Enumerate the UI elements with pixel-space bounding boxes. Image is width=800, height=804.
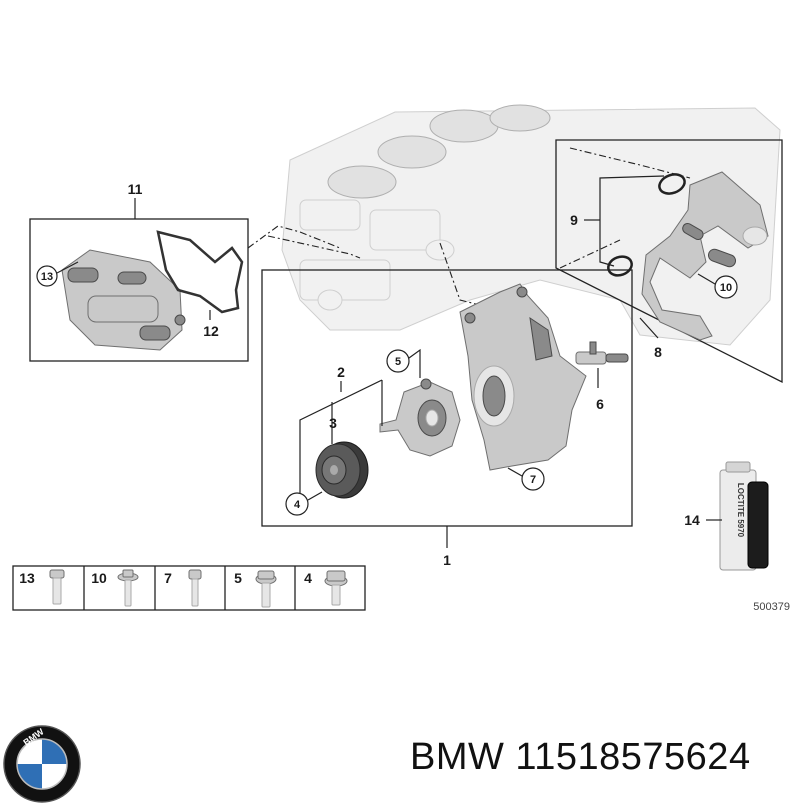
hardware-strip: 13 10 7 5 bbox=[12, 565, 366, 611]
callout-5-circle bbox=[386, 349, 410, 373]
bolt-hex-icon bbox=[255, 570, 277, 608]
callout-13[interactable]: 13 bbox=[41, 271, 53, 283]
callout-6[interactable]: 6 bbox=[596, 396, 604, 412]
callout-3[interactable]: 3 bbox=[329, 415, 337, 431]
hardware-label-7: 7 bbox=[164, 570, 172, 586]
callout-10-circle bbox=[714, 275, 738, 299]
callout-9[interactable]: 9 bbox=[570, 212, 578, 228]
callout-7[interactable]: 7 bbox=[530, 474, 536, 486]
callout-14[interactable]: 14 bbox=[684, 512, 700, 528]
hardware-cell-13[interactable]: 13 bbox=[19, 569, 65, 605]
bolt-flange-icon bbox=[117, 569, 139, 607]
gasket-12 bbox=[156, 230, 244, 314]
group-box-1: 1 bbox=[261, 269, 633, 568]
pump-impeller-2 bbox=[379, 378, 461, 457]
bolt-hex-short-icon bbox=[324, 570, 348, 606]
pulley-3 bbox=[315, 441, 369, 499]
callout-7-circle bbox=[521, 467, 545, 491]
diagram-reference: 500379 bbox=[753, 601, 790, 613]
bmw-logo-icon: BMW bbox=[3, 725, 81, 803]
sensor-6 bbox=[575, 341, 629, 365]
cooler-module bbox=[61, 249, 186, 351]
callout-4[interactable]: 4 bbox=[294, 499, 301, 511]
hardware-label-13: 13 bbox=[19, 570, 35, 586]
hardware-cell-10[interactable]: 10 bbox=[91, 569, 139, 607]
callout-12[interactable]: 12 bbox=[203, 323, 219, 339]
group-box-11: 11 bbox=[29, 181, 249, 362]
callout-11[interactable]: 11 bbox=[128, 181, 143, 197]
callout-5[interactable]: 5 bbox=[395, 356, 401, 368]
hardware-cell-4[interactable]: 4 bbox=[304, 570, 348, 606]
bolt-thin-icon bbox=[188, 569, 202, 607]
pump-housing bbox=[459, 283, 587, 471]
callout-1[interactable]: 1 bbox=[443, 552, 451, 568]
bolt-long-icon bbox=[49, 569, 65, 605]
callout-13-circle bbox=[36, 265, 58, 287]
o-ring-upper bbox=[658, 173, 686, 195]
hardware-label-4: 4 bbox=[304, 570, 312, 586]
hardware-label-5: 5 bbox=[234, 570, 242, 586]
sealant-label: LOCTITE 5970 bbox=[736, 483, 745, 538]
hardware-cell-5[interactable]: 5 bbox=[234, 570, 277, 608]
engine-block bbox=[281, 104, 781, 346]
callout-8[interactable]: 8 bbox=[654, 344, 662, 360]
callout-2[interactable]: 2 bbox=[337, 364, 345, 380]
hardware-label-10: 10 bbox=[91, 570, 107, 586]
callout-10[interactable]: 10 bbox=[720, 282, 732, 294]
hardware-cell-7[interactable]: 7 bbox=[164, 569, 202, 607]
group-box-8: 8 bbox=[555, 139, 783, 384]
sealant-tube-14: LOCTITE 5970 bbox=[719, 461, 769, 571]
callout-4-circle bbox=[285, 492, 309, 516]
thermostat-housing bbox=[641, 171, 769, 341]
part-caption: BMW 11518575624 bbox=[410, 736, 751, 778]
